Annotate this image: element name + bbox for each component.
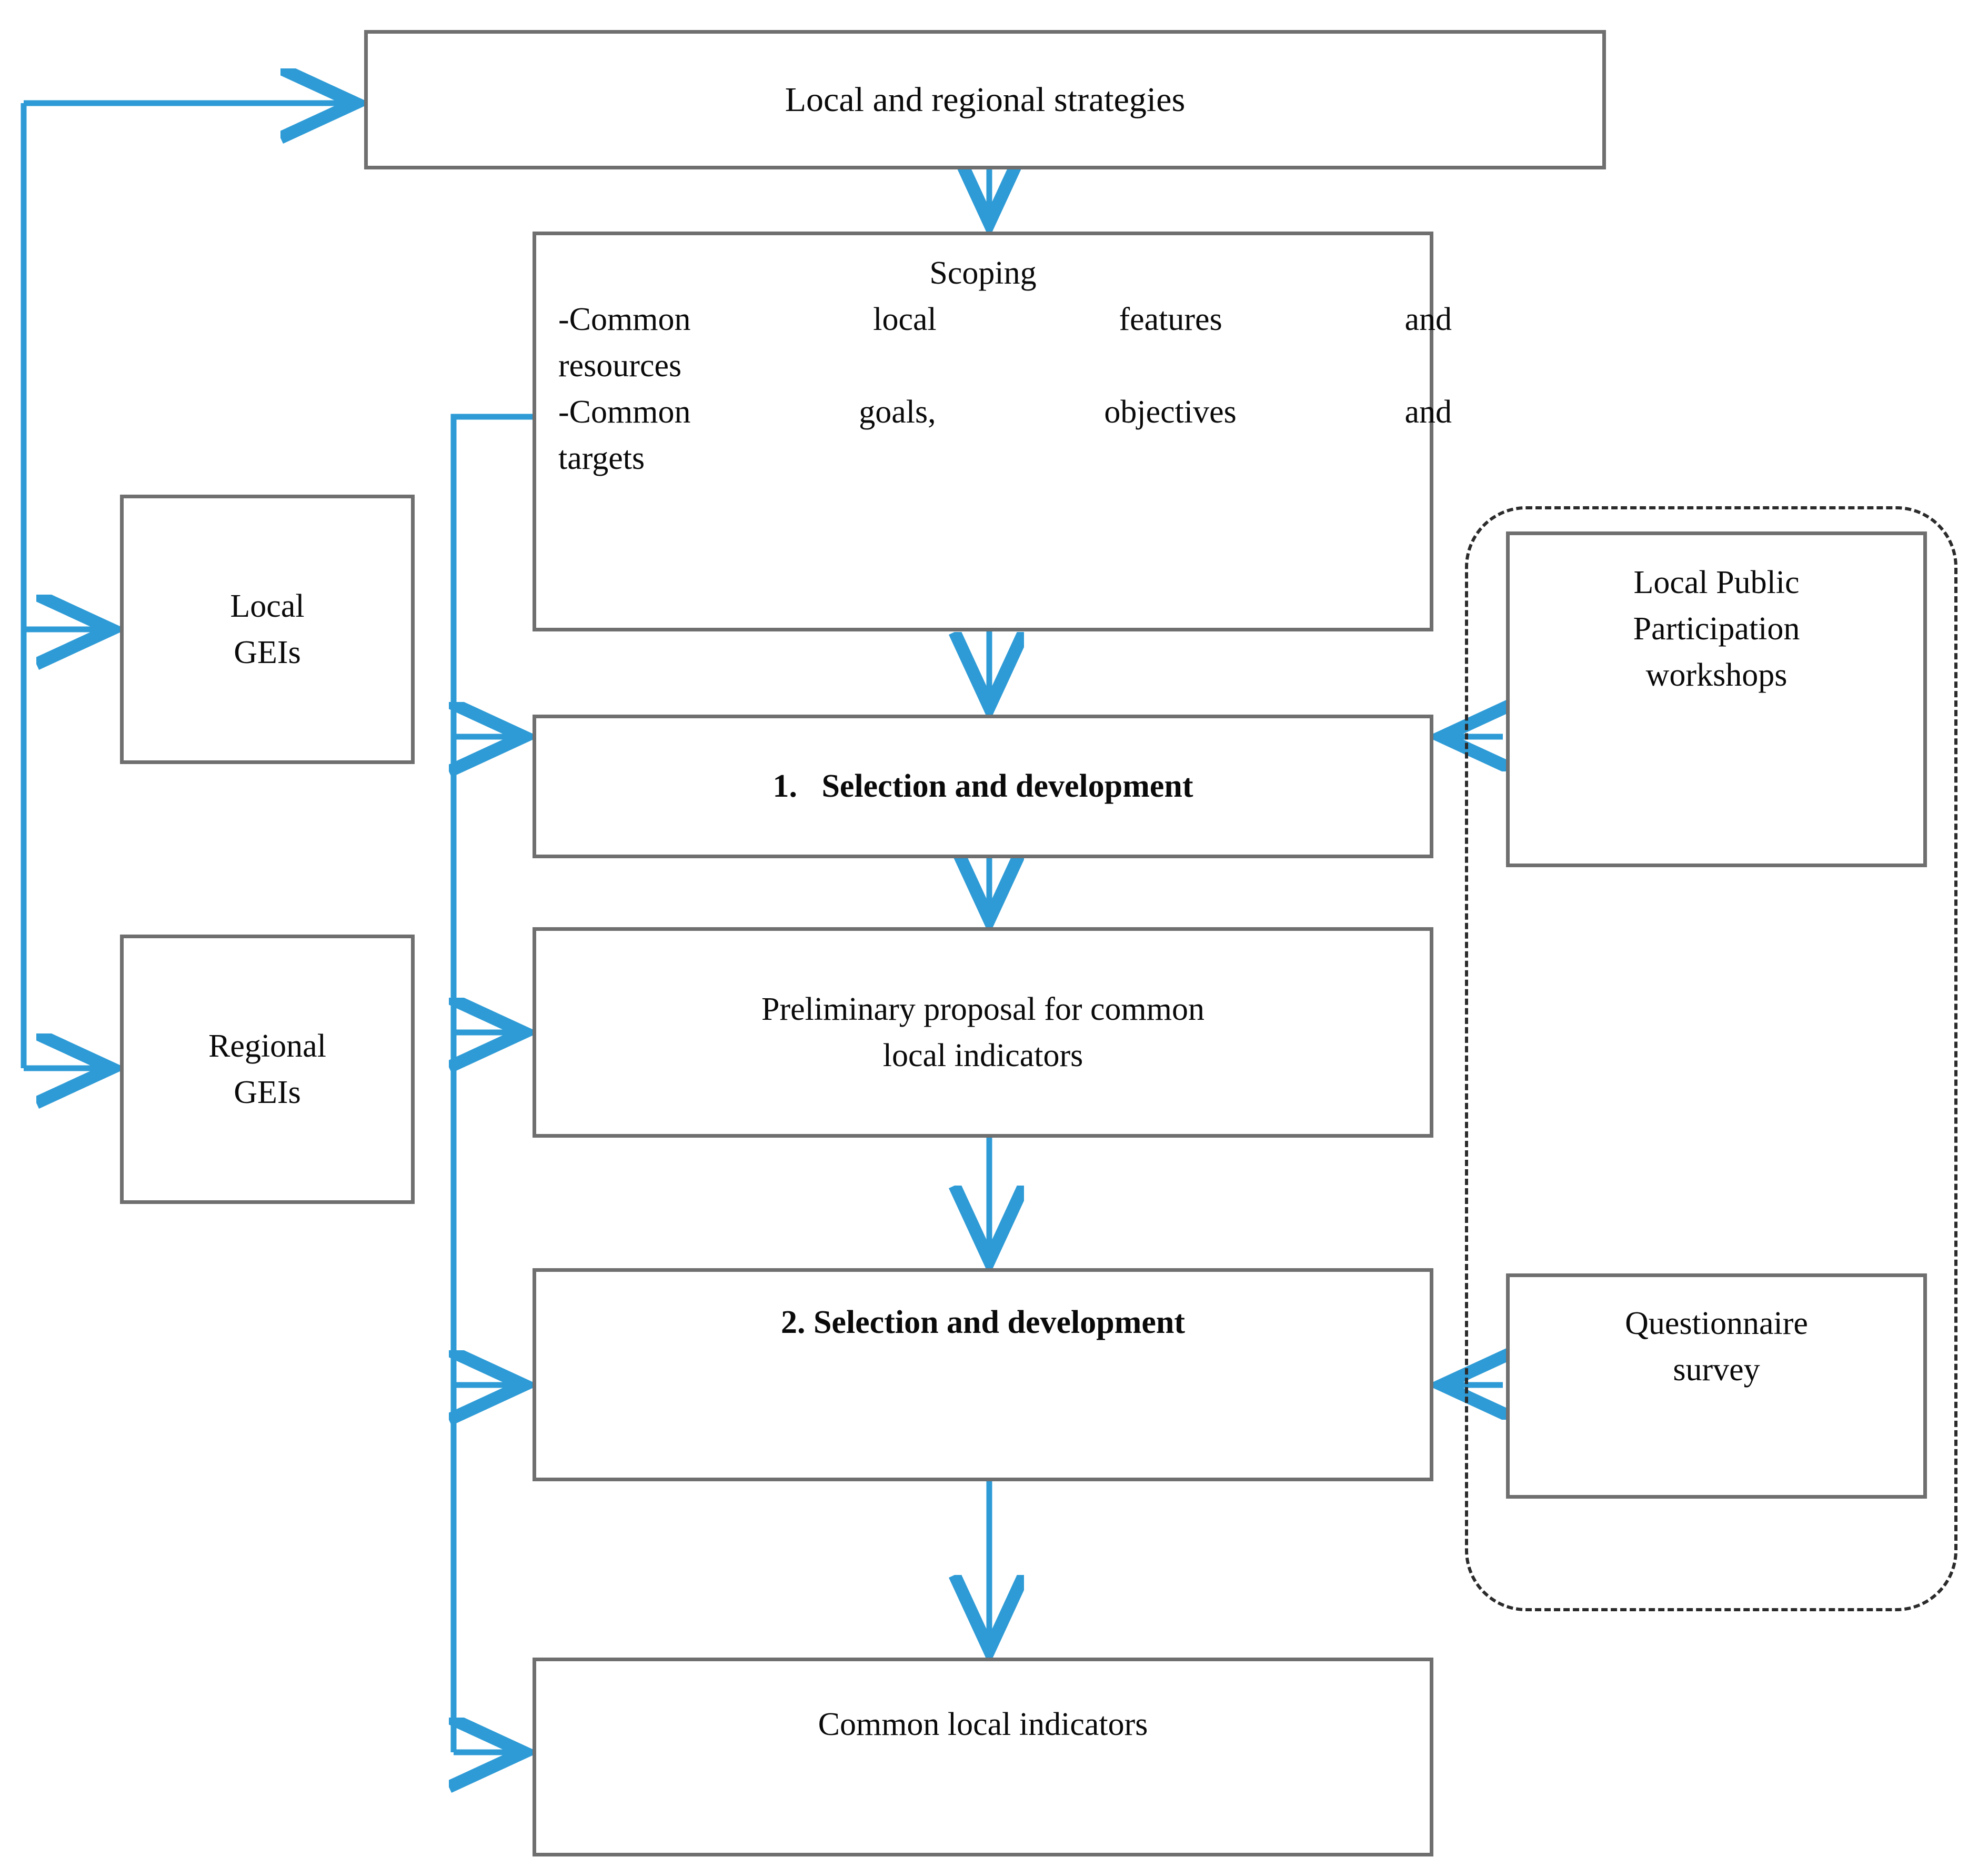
scoping-line-3: -Common goals, objectives and bbox=[558, 394, 1452, 430]
node-preliminary-proposal[interactable]: Preliminary proposal for common local in… bbox=[533, 927, 1433, 1138]
node-selection-and-development-1[interactable]: 1. Selection and development bbox=[533, 715, 1433, 858]
workshops-line-3: workshops bbox=[1645, 657, 1788, 694]
node-label: Local and regional strategies bbox=[785, 80, 1186, 119]
scoping-line-2: resources bbox=[558, 348, 682, 384]
scoping-heading: Scoping bbox=[929, 255, 1037, 291]
preliminary-line-1: Preliminary proposal for common bbox=[761, 991, 1204, 1027]
questionnaire-line-2: survey bbox=[1673, 1352, 1760, 1388]
node-regional-geis[interactable]: Regional GEIs bbox=[120, 935, 415, 1204]
workshops-line-2: Participation bbox=[1633, 611, 1800, 647]
node-local-geis[interactable]: Local GEIs bbox=[120, 495, 415, 764]
regional-geis-line-2: GEIs bbox=[234, 1075, 301, 1110]
scoping-line-4: targets bbox=[558, 440, 645, 477]
workshops-line-1: Local Public bbox=[1633, 565, 1800, 600]
node-questionnaire-survey[interactable]: Questionnaire survey bbox=[1506, 1273, 1927, 1499]
node-local-public-participation-workshops[interactable]: Local Public Participation workshops bbox=[1506, 531, 1927, 867]
node-local-and-regional-strategies[interactable]: Local and regional strategies bbox=[364, 30, 1606, 169]
preliminary-line-2: local indicators bbox=[882, 1038, 1083, 1073]
questionnaire-line-1: Questionnaire bbox=[1625, 1306, 1808, 1341]
node-label: Common local indicators bbox=[818, 1707, 1148, 1742]
local-geis-line-1: Local bbox=[230, 588, 305, 624]
participation-group-outline bbox=[1465, 506, 1957, 1611]
scoping-line-1: -Common local features and bbox=[558, 302, 1452, 338]
node-label: 2. Selection and development bbox=[780, 1304, 1186, 1340]
node-common-local-indicators[interactable]: Common local indicators bbox=[533, 1658, 1433, 1856]
mid-trunk-spine bbox=[450, 414, 533, 1752]
regional-geis-line-1: Regional bbox=[208, 1028, 326, 1064]
node-scoping[interactable]: Scoping -Common local features and resou… bbox=[533, 232, 1452, 631]
local-geis-line-2: GEIs bbox=[234, 635, 301, 670]
node-label: 1. Selection and development bbox=[772, 768, 1193, 805]
node-selection-and-development-2[interactable]: 2. Selection and development bbox=[533, 1268, 1433, 1481]
